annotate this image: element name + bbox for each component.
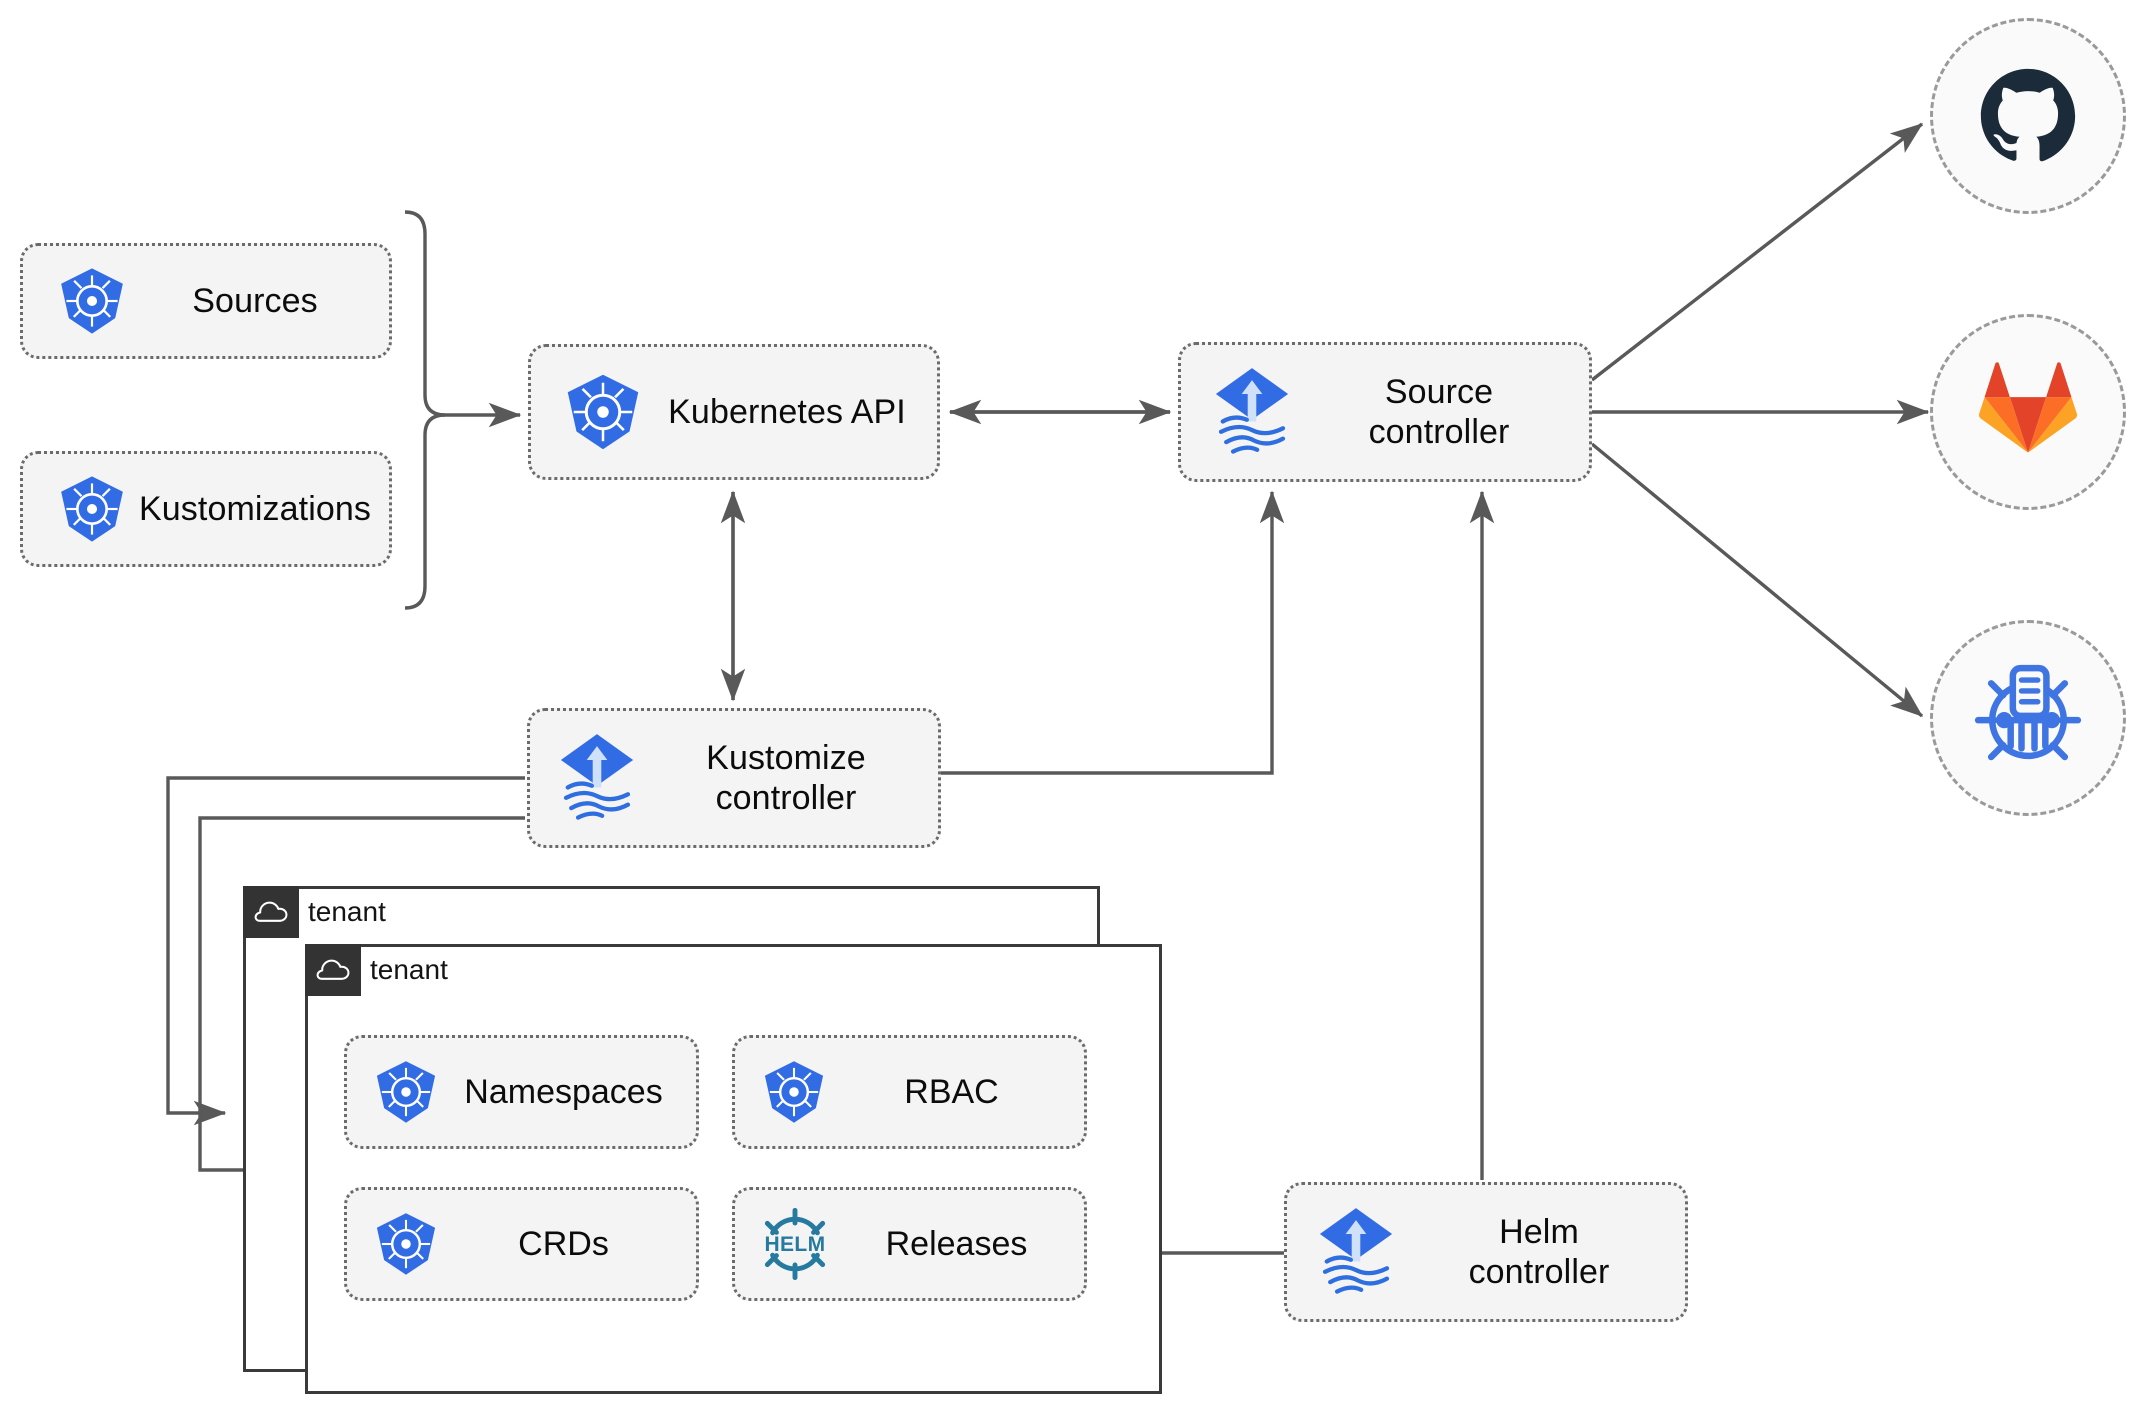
helm-icon [753,1202,837,1286]
tenant-2-label: tenant [370,954,448,985]
flux-icon [554,730,640,826]
resource-rbac-label: RBAC [904,1072,999,1111]
node-helm-controller-line2: controller [1468,1253,1610,1291]
gitlab-icon [1978,362,2078,462]
kubernetes-icon [373,1059,439,1125]
node-helm-controller[interactable]: Helm controller [1284,1182,1688,1322]
node-source-controller[interactable]: Source controller [1178,342,1592,482]
node-kubernetes-api[interactable]: Kubernetes API [528,344,940,480]
node-source-controller-line1: Source [1384,372,1494,411]
node-kustomize-controller-label: Kustomize controller [640,738,938,818]
kubernetes-icon [57,266,127,336]
kubernetes-icon [563,372,643,452]
resource-crds-label: CRDs [518,1224,609,1263]
resource-rbac[interactable]: RBAC [732,1035,1087,1149]
cloud-icon [252,899,290,926]
flux-icon [1313,1204,1399,1300]
node-source-controller-line2: controller [1368,413,1510,451]
edge-source-controller-to-github [1590,122,1924,382]
node-helm-controller-label: Helm controller [1399,1212,1685,1292]
resource-releases-label: Releases [885,1224,1028,1263]
node-sources[interactable]: Sources [20,243,392,359]
node-kustomize-controller-line2: controller [715,779,857,817]
edge-bracket-top [404,210,446,417]
flux-icon [1209,364,1295,460]
node-source-controller-label: Source controller [1295,372,1589,452]
tenant-1-label: tenant [308,896,386,927]
node-kustomize-controller[interactable]: Kustomize controller [527,708,941,848]
resource-crds[interactable]: CRDs [344,1187,699,1301]
node-kustomize-controller-line1: Kustomize [706,738,866,777]
tenant-2-icon-bar [305,944,361,996]
edge-kustomize-to-source-controller [940,490,1285,775]
node-kustomizations-label: Kustomizations [139,489,371,528]
tenant-1-icon-bar [243,886,299,938]
provider-gitlab[interactable] [1930,314,2126,510]
node-sources-label: Sources [192,281,318,320]
node-helm-controller-line1: Helm [1499,1212,1579,1251]
edge-source-controller-to-helm-repository [1590,442,1924,718]
node-kubernetes-api-label: Kubernetes API [668,392,906,431]
cloud-icon [314,957,352,984]
kubernetes-icon [761,1059,827,1125]
tenant-panel-2[interactable]: tenant Namespaces RBAC CRDs Releases [305,944,1162,1394]
kubernetes-icon [373,1211,439,1277]
resource-releases[interactable]: Releases [732,1187,1087,1301]
resource-namespaces[interactable]: Namespaces [344,1035,699,1149]
kubernetes-icon [57,474,127,544]
helm-repository-icon [1963,653,2093,783]
node-kustomizations[interactable]: Kustomizations [20,451,392,567]
provider-github[interactable] [1930,18,2126,214]
edge-bracket-bottom [404,413,446,610]
resource-namespaces-label: Namespaces [464,1072,663,1111]
provider-helm-repository[interactable] [1930,620,2126,816]
github-icon [1976,64,2080,168]
